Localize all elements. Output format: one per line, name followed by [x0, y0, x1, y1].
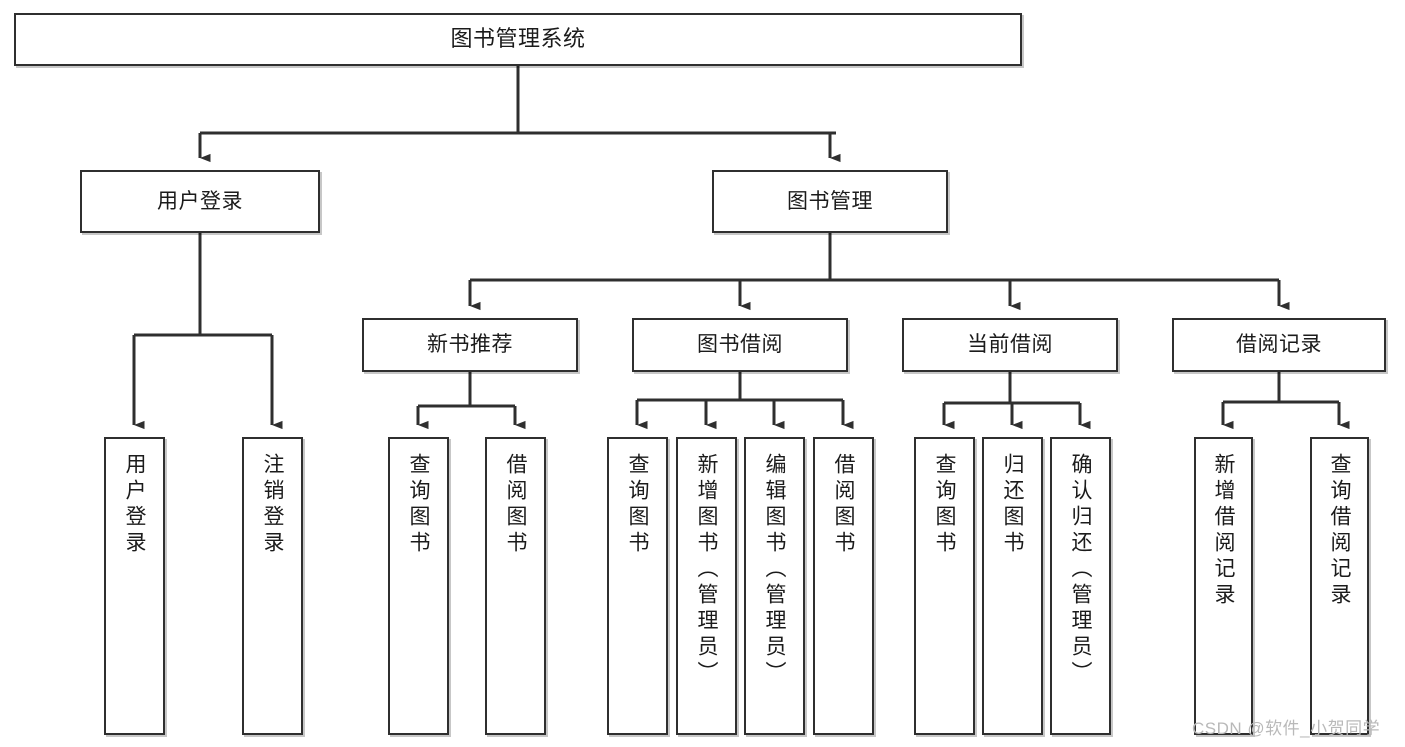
node-label: 当前借阅	[967, 333, 1053, 357]
node-label: 图书管理系统	[450, 26, 586, 52]
node-label: 查询图书	[933, 453, 956, 557]
node-label: 归还图书	[1001, 453, 1024, 557]
node-label: 用户登录	[157, 189, 243, 213]
leaf-book-borrow-add[interactable]: 新增图书（管理员）	[676, 437, 737, 735]
leaf-new-book-borrow[interactable]: 借阅图书	[485, 437, 546, 735]
node-book-management[interactable]: 图书管理	[712, 170, 948, 233]
node-label: 用户登录	[123, 453, 146, 557]
node-root-system[interactable]: 图书管理系统	[14, 13, 1022, 66]
leaf-current-borrow-query[interactable]: 查询图书	[914, 437, 975, 735]
node-current-borrow[interactable]: 当前借阅	[902, 318, 1118, 372]
leaf-current-borrow-return[interactable]: 归还图书	[982, 437, 1043, 735]
node-label: 查询借阅记录	[1328, 453, 1351, 609]
node-label: 图书借阅	[697, 333, 783, 357]
leaf-current-borrow-confirm-return[interactable]: 确认归还（管理员）	[1050, 437, 1111, 735]
node-borrow-record[interactable]: 借阅记录	[1172, 318, 1386, 372]
node-label: 编辑图书（管理员）	[763, 453, 786, 687]
node-label: 查询图书	[626, 453, 649, 557]
node-label: 查询图书	[407, 453, 430, 557]
node-user-login[interactable]: 用户登录	[80, 170, 320, 233]
leaf-user-login-logout[interactable]: 注销登录	[242, 437, 303, 735]
leaf-user-login-login[interactable]: 用户登录	[104, 437, 165, 735]
leaf-borrow-record-query[interactable]: 查询借阅记录	[1310, 437, 1369, 735]
leaf-book-borrow-edit[interactable]: 编辑图书（管理员）	[744, 437, 805, 735]
watermark-csdn: CSDN @软件_小贺同学	[1192, 719, 1381, 738]
node-book-borrow[interactable]: 图书借阅	[632, 318, 848, 372]
leaf-new-book-query[interactable]: 查询图书	[388, 437, 449, 735]
node-label: 新增借阅记录	[1212, 453, 1235, 609]
node-label: 借阅图书	[504, 453, 527, 557]
node-label: 借阅图书	[832, 453, 855, 557]
node-label: 新增图书（管理员）	[695, 453, 718, 687]
node-label: 注销登录	[261, 453, 284, 557]
leaf-book-borrow-borrow[interactable]: 借阅图书	[813, 437, 874, 735]
leaf-book-borrow-query[interactable]: 查询图书	[607, 437, 668, 735]
node-label: 借阅记录	[1236, 333, 1322, 357]
leaf-borrow-record-add[interactable]: 新增借阅记录	[1194, 437, 1253, 735]
node-label: 图书管理	[787, 189, 873, 213]
node-label: 新书推荐	[427, 333, 513, 357]
node-label: 确认归还（管理员）	[1069, 453, 1092, 687]
node-new-book-recommend[interactable]: 新书推荐	[362, 318, 578, 372]
